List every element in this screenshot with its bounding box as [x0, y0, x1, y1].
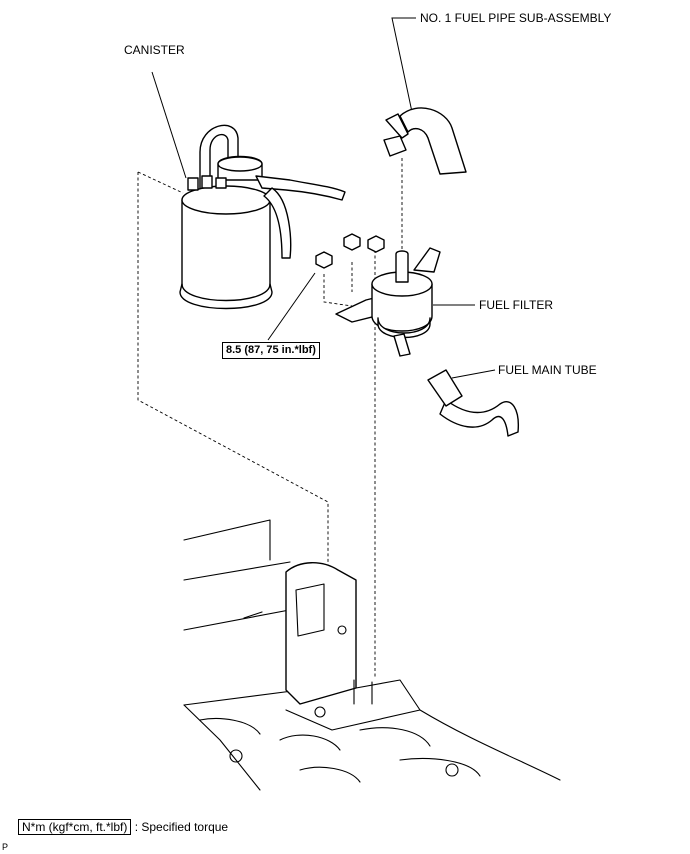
- label-fuel-pipe-sub-assembly: NO. 1 FUEL PIPE SUB-ASSEMBLY: [420, 11, 612, 25]
- fuel-pipe-sub-assembly: [383, 107, 467, 175]
- fuel-filter: [335, 247, 441, 357]
- torque-legend-description: : Specified torque: [134, 820, 229, 834]
- torque-spec-box: 8.5 (87, 75 in.*lbf): [222, 342, 320, 359]
- leader-lines: [151, 17, 496, 379]
- label-fuel-filter: FUEL FILTER: [479, 298, 554, 312]
- fuel-main-tube: [427, 369, 519, 437]
- vehicle-frame-bracket: [183, 519, 561, 791]
- label-fuel-main-tube: FUEL MAIN TUBE: [498, 363, 597, 377]
- bolt-nuts: [315, 233, 385, 269]
- torque-legend: N*m (kgf*cm, ft.*lbf) : Specified torque: [18, 819, 229, 835]
- label-canister: CANISTER: [124, 43, 185, 57]
- alignment-dashed-lines: [137, 158, 403, 678]
- canister: [179, 124, 346, 310]
- corner-mark: P: [2, 842, 9, 852]
- torque-unit-box: N*m (kgf*cm, ft.*lbf): [18, 819, 132, 835]
